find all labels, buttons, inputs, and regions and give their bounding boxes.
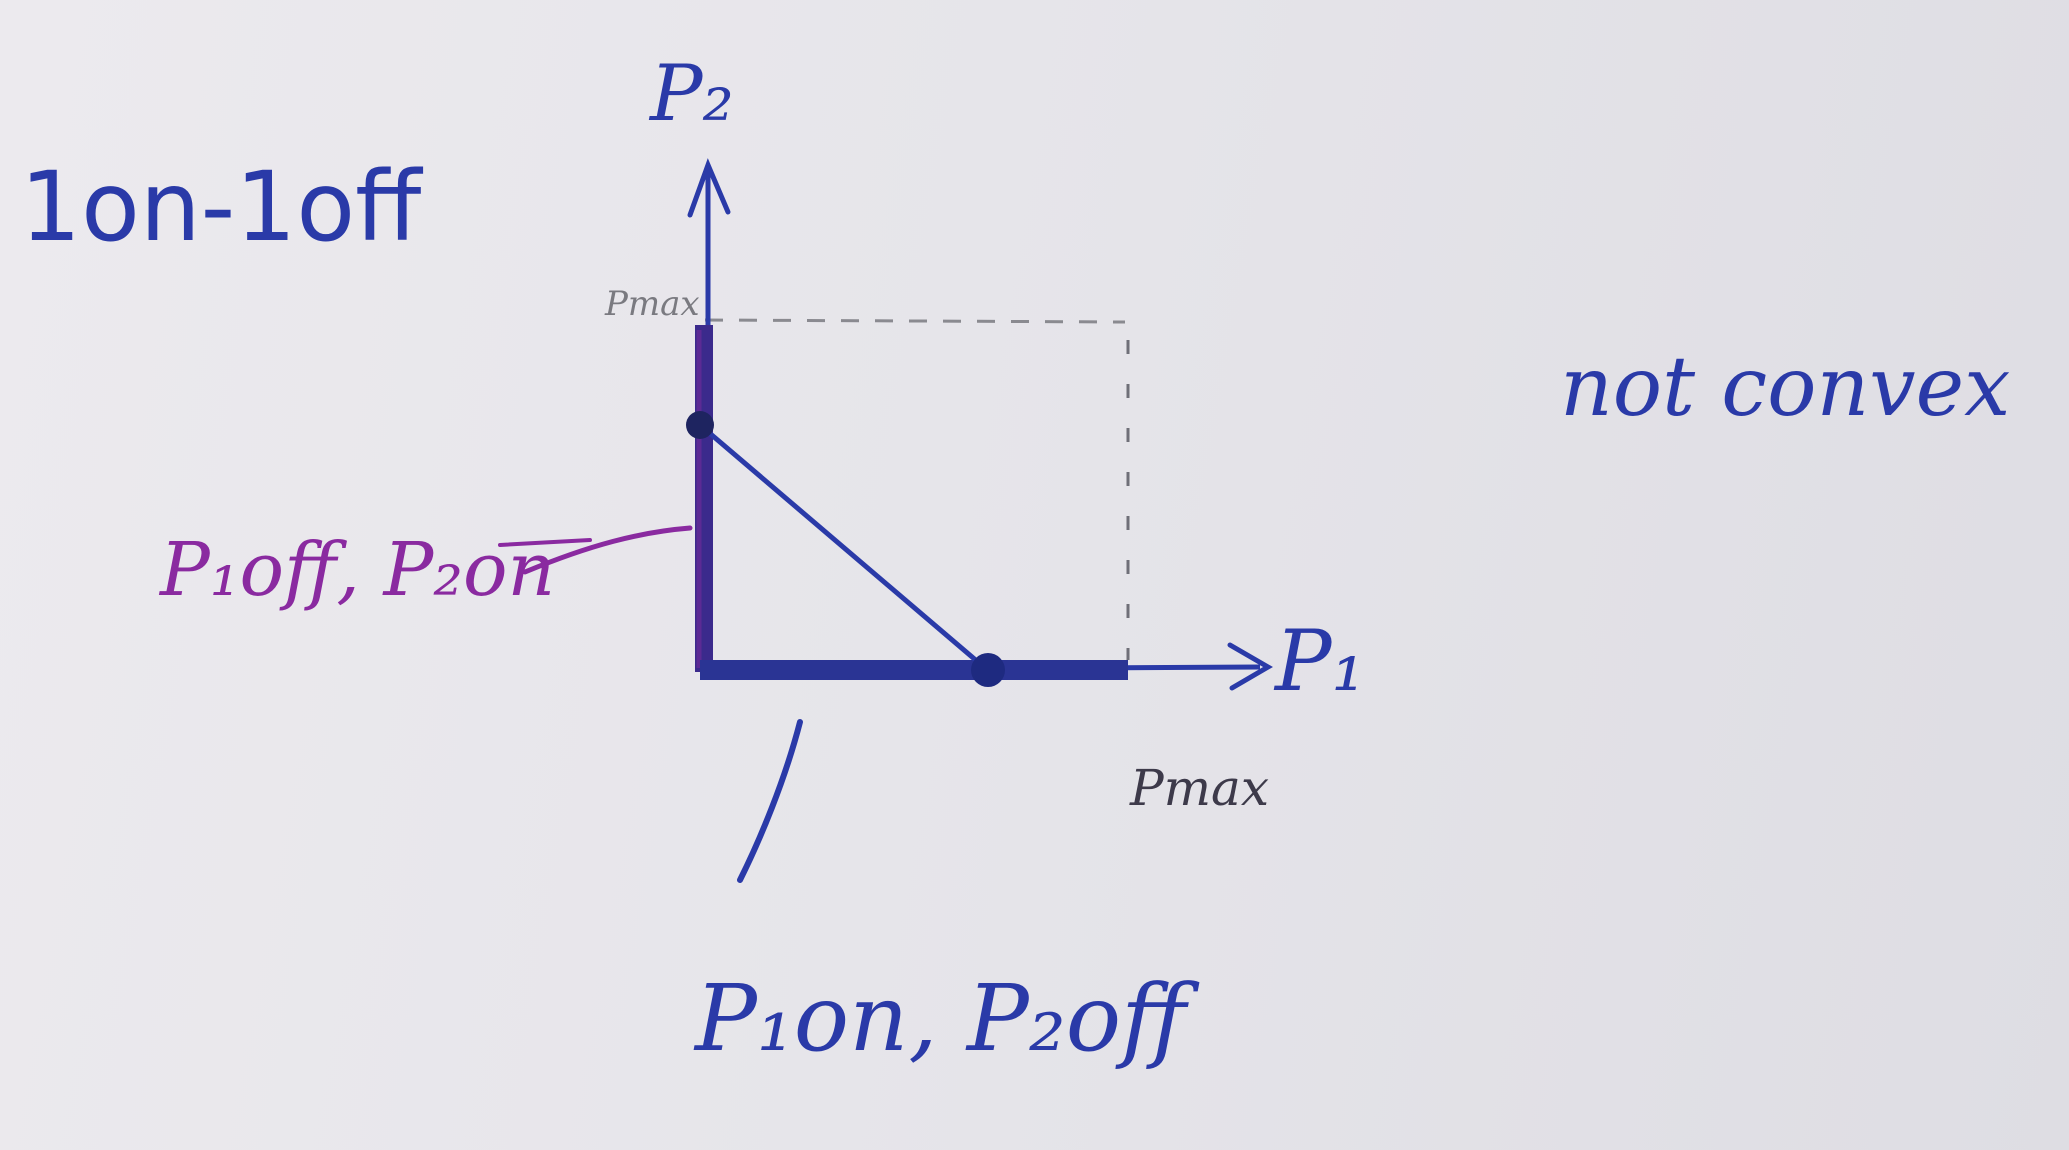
- annotation-left-underline: [498, 538, 592, 547]
- x-axis-arrowhead: [1227, 642, 1273, 691]
- point-p2-on: [686, 411, 714, 439]
- y-max-label: Pmax: [604, 284, 700, 324]
- annotation-bottom-pointer: [737, 719, 803, 883]
- annotation-left-text: P₁off, P₂on: [158, 527, 555, 613]
- pmax-dashed-box: [704, 318, 1130, 660]
- annotation-bottom-text: P₁on, P₂off: [693, 965, 1200, 1072]
- note-text: not convex: [1560, 340, 2010, 435]
- annotation-left-pointer: [522, 525, 693, 575]
- point-p1-on: [971, 653, 1005, 687]
- convex-combination-line: [698, 423, 987, 670]
- y-axis-arrowhead: [687, 158, 731, 218]
- x-axis-label: P₁: [1273, 612, 1365, 710]
- y-axis-label: P₂: [648, 49, 734, 139]
- title-text: 1on-1off: [20, 151, 423, 263]
- x-max-label: Pmax: [1129, 759, 1269, 817]
